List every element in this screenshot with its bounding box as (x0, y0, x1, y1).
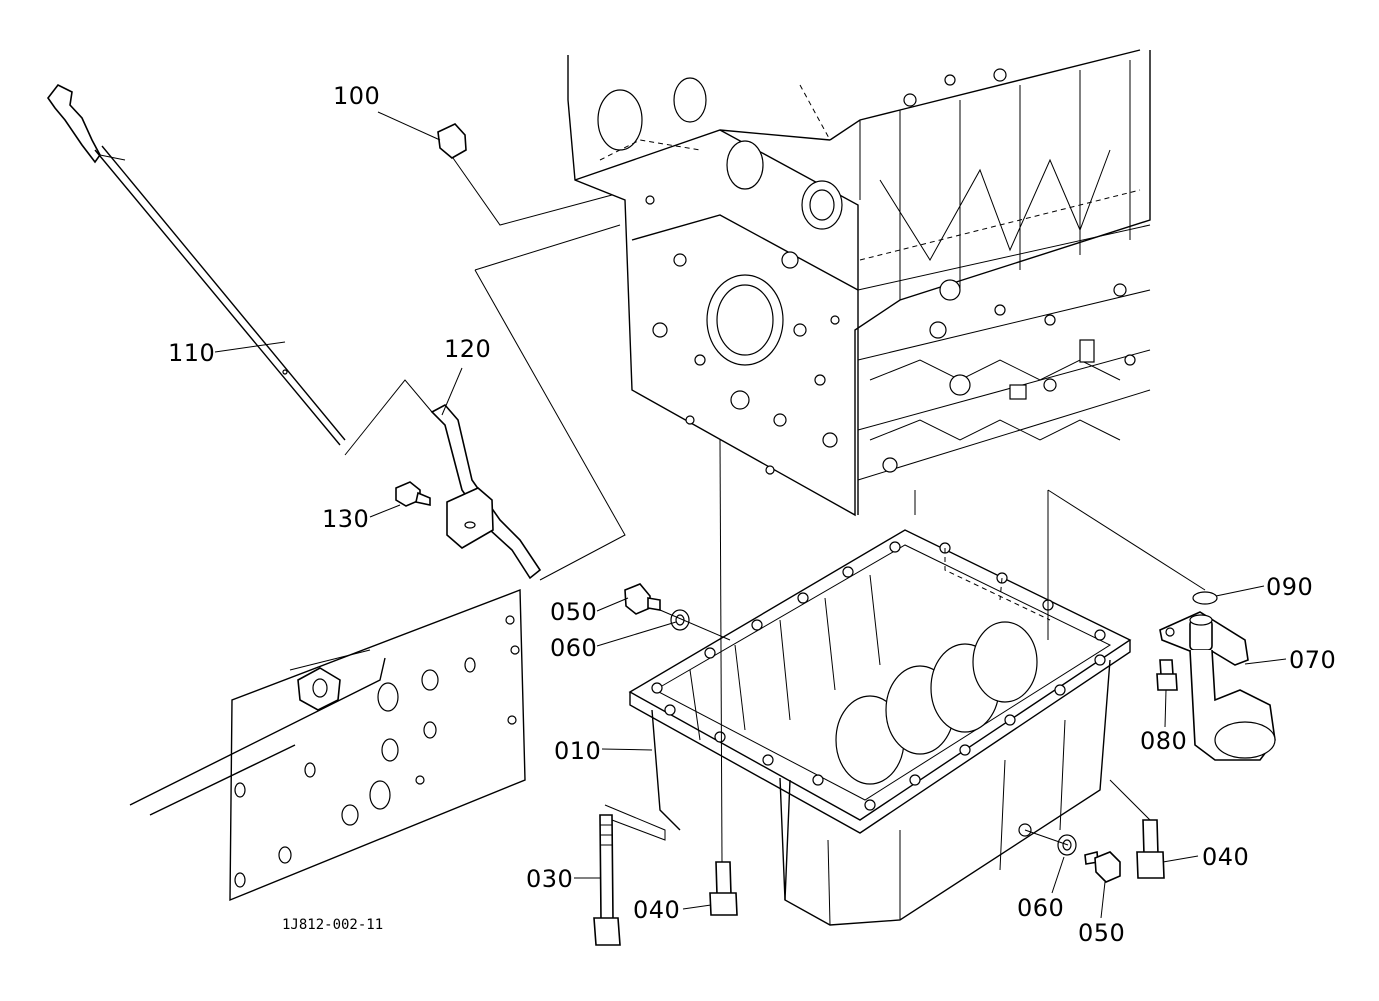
callout-130: 130 (322, 505, 369, 533)
callout-100: 100 (333, 82, 380, 110)
dipstick-guide (430, 403, 542, 580)
callout-labels: 100 110 120 130 050 060 010 030 040 090 … (168, 82, 1336, 947)
stud-bolt (593, 814, 621, 946)
washer (670, 609, 690, 631)
drain-plug (1084, 850, 1121, 883)
dipstick (47, 83, 346, 446)
flange-bolt (1136, 819, 1165, 879)
gear-case-plate (129, 588, 526, 902)
callout-050-lower: 050 (1078, 919, 1125, 947)
o-ring (1192, 591, 1218, 605)
flange-bolt (709, 861, 738, 916)
callout-040-right: 040 (1202, 843, 1249, 871)
bolt (395, 481, 431, 507)
callout-010: 010 (554, 737, 601, 765)
callout-080: 080 (1140, 727, 1187, 755)
callout-030: 030 (526, 865, 573, 893)
callout-110: 110 (168, 339, 215, 367)
callout-060-lower: 060 (1017, 894, 1064, 922)
bolt (1156, 659, 1178, 691)
callout-060-upper: 060 (550, 634, 597, 662)
callout-050-upper: 050 (550, 598, 597, 626)
assembly-lines (344, 157, 1206, 863)
oil-pan (628, 529, 1132, 926)
drain-plug (624, 583, 661, 615)
oil-strainer (1159, 611, 1276, 761)
callout-070: 070 (1289, 646, 1336, 674)
callout-120: 120 (444, 335, 491, 363)
callout-040-left: 040 (633, 896, 680, 924)
callout-090: 090 (1266, 573, 1313, 601)
engine-block (567, 49, 1151, 517)
drawing-code: 1J812-002-11 (282, 917, 383, 933)
leader-lines (214, 111, 1287, 919)
plug (437, 123, 467, 159)
